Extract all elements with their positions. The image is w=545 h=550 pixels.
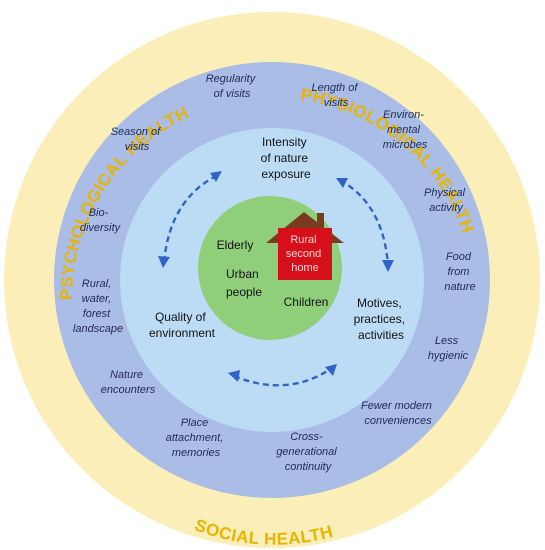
arrowhead-top-left — [210, 171, 222, 182]
arrow-top-left — [162, 174, 217, 263]
factor-less-hygienic: Less hygienic — [428, 335, 469, 362]
inner-motives: Motives, practices, activities — [354, 296, 409, 342]
factor-fewer-conveniences: Fewer modern conveniences — [361, 400, 435, 427]
factor-food: Food from nature — [444, 251, 475, 293]
factor-nature-encounters: Nature encounters — [101, 369, 156, 396]
rural-second-home-house-icon: Rural second home — [266, 212, 344, 280]
inner-quality: Quality of environment — [149, 310, 216, 340]
arrowhead-top-right — [336, 178, 348, 188]
house-label: Rural second home — [286, 234, 325, 274]
factor-landscape: Rural, water, forest landscape — [73, 278, 123, 335]
factor-biodiversity: Bio- diversity — [80, 207, 122, 234]
cycle-arrows — [158, 171, 394, 387]
core-elderly: Elderly — [217, 238, 254, 252]
factor-cross-generational: Cross- generational continuity — [276, 431, 340, 473]
arrowhead-bottom-left — [228, 370, 240, 382]
house-body — [278, 228, 332, 280]
arrowhead-right-bottom — [382, 260, 394, 272]
arrow-top-right — [339, 178, 390, 267]
factor-place-attachment: Place attachment, memories — [166, 417, 227, 459]
core-children: Children — [284, 295, 329, 309]
inner-intensity: Intensity of nature exposure — [261, 135, 312, 181]
factor-microbes: Environ- mental microbes — [383, 109, 428, 151]
core-urban-people: Urban people — [226, 267, 262, 299]
factor-physical-activity: Physical activity — [424, 187, 468, 214]
arrowhead-left-bottom — [158, 256, 170, 268]
arrowhead-bottom-right — [325, 364, 337, 376]
factor-regularity: Regularity of visits — [206, 73, 259, 100]
factor-season: Season of visits — [111, 126, 164, 153]
arrow-bottom — [233, 367, 333, 387]
factor-length: Length of visits — [312, 82, 361, 109]
house-chimney — [317, 213, 324, 227]
